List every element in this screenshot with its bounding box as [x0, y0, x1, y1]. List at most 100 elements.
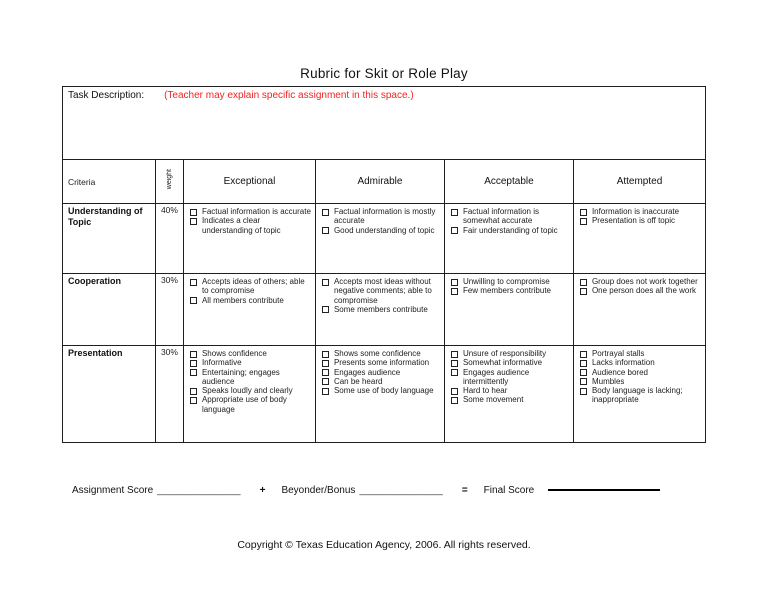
checkbox-icon [450, 387, 458, 395]
checkbox-icon [321, 227, 329, 235]
assignment-score-blank: _______________ [157, 485, 241, 496]
checkbox-icon [579, 378, 587, 386]
rubric-item-text: Lacks information [591, 358, 655, 368]
task-description-note: (Teacher may explain specific assignment… [164, 90, 414, 101]
rubric-item-text: Entertaining; engages audience [201, 367, 280, 386]
level-header-exceptional: Exceptional [182, 159, 316, 204]
checkbox-icon [189, 359, 197, 367]
rubric-item: Information is inaccurate [579, 207, 702, 216]
rubric-cell: Factual information is somewhat accurate… [443, 203, 574, 274]
checkbox-icon [321, 369, 329, 377]
rubric-item: Presents some information [321, 358, 441, 367]
rubric-item: All members contribute [189, 296, 312, 305]
rubric-item: Shows some confidence [321, 349, 441, 358]
rubric-item-text: Can be heard [333, 376, 383, 386]
rubric-item-text: Information is inaccurate [591, 207, 680, 216]
rubric-item-text: Factual information is mostly accurate [333, 207, 436, 226]
checkbox-icon [189, 278, 197, 286]
checkbox-icon [321, 350, 329, 358]
checkbox-icon [579, 387, 587, 395]
checkbox-icon [321, 359, 329, 367]
rubric-cell: Accepts most ideas without negative comm… [314, 273, 445, 346]
rubric-item: Unsure of responsibility [450, 349, 570, 358]
checkbox-icon [321, 387, 329, 395]
rubric-item-text: Speaks loudly and clearly [201, 386, 293, 396]
criteria-cell: Cooperation [61, 273, 156, 346]
rubric-item-text: Fair understanding of topic [462, 225, 558, 235]
rubric-item-text: Hard to hear [462, 386, 508, 396]
checkbox-icon [321, 278, 329, 286]
checkbox-icon [579, 359, 587, 367]
plus-sign: + [259, 485, 266, 496]
bonus-label: Beyonder/Bonus [281, 485, 356, 496]
rubric-item: Speaks loudly and clearly [189, 386, 312, 395]
rubric-item: Accepts most ideas without negative comm… [321, 277, 441, 305]
rubric-item: Group does not work together [579, 277, 702, 286]
rubric-item: Presentation is off topic [579, 216, 702, 225]
rubric-item-text: Audience bored [591, 367, 648, 377]
rubric-item: Hard to hear [450, 386, 570, 395]
final-score-blank [548, 488, 661, 491]
checkbox-icon [450, 350, 458, 358]
checkbox-icon [579, 208, 587, 216]
rubric-table: Task Description:(Teacher may explain sp… [61, 86, 707, 443]
checkbox-icon [189, 297, 197, 305]
criteria-cell: Presentation [61, 345, 156, 443]
rubric-item: Audience bored [579, 368, 702, 377]
rubric-item: Factual information is mostly accurate [321, 207, 441, 226]
rubric-item: Indicates a clear understanding of topic [189, 216, 312, 235]
checkbox-icon [189, 387, 197, 395]
checkbox-icon [450, 227, 458, 235]
rubric-item-text: Factual information is accurate [201, 207, 311, 216]
final-score-label: Final Score [483, 485, 535, 496]
checkbox-icon [579, 287, 587, 295]
rubric-item-text: Indicates a clear understanding of topic [201, 216, 281, 235]
rubric-item-text: Somewhat informative [462, 358, 543, 368]
rubric-item-text: Unsure of responsibility [462, 349, 547, 358]
rubric-item-text: Unwilling to compromise [462, 277, 550, 286]
rubric-item: Engages audience intermittently [450, 368, 570, 387]
checkbox-icon [321, 208, 329, 216]
checkbox-icon [189, 396, 197, 404]
rubric-item: One person does all the work [579, 286, 702, 295]
checkbox-icon [321, 306, 329, 314]
weight-header: weight [154, 159, 184, 204]
assignment-score-label: Assignment Score [72, 485, 154, 496]
rubric-item-text: Accepts ideas of others; able to comprom… [201, 277, 305, 296]
rubric-item-text: One person does all the work [591, 286, 697, 296]
rubric-item: Fair understanding of topic [450, 226, 570, 235]
weight-cell: 40% [154, 203, 184, 274]
checkbox-icon [450, 278, 458, 286]
rubric-item: Some use of body language [321, 386, 441, 395]
level-header-attempted: Attempted [572, 159, 707, 204]
rubric-item-text: All members contribute [201, 295, 284, 305]
rubric-item-text: Good understanding of topic [333, 225, 435, 235]
weight-cell: 30% [154, 273, 184, 346]
rubric-item: Some movement [450, 395, 570, 404]
rubric-item: Somewhat informative [450, 358, 570, 367]
checkbox-icon [450, 208, 458, 216]
equals-sign: = [461, 485, 468, 496]
score-line: Assignment Score _______________ + Beyon… [72, 485, 768, 496]
rubric-item-text: Accepts most ideas without negative comm… [333, 277, 432, 305]
rubric-item: Entertaining; engages audience [189, 368, 312, 387]
rubric-item: Mumbles [579, 377, 702, 386]
checkbox-icon [450, 369, 458, 377]
level-header-acceptable: Acceptable [443, 159, 574, 204]
rubric-item-text: Portrayal stalls [591, 349, 645, 358]
checkbox-icon [189, 350, 197, 358]
rubric-item-text: Some members contribute [333, 304, 428, 314]
rubric-item-text: Informative [201, 358, 242, 368]
checkbox-icon [579, 369, 587, 377]
